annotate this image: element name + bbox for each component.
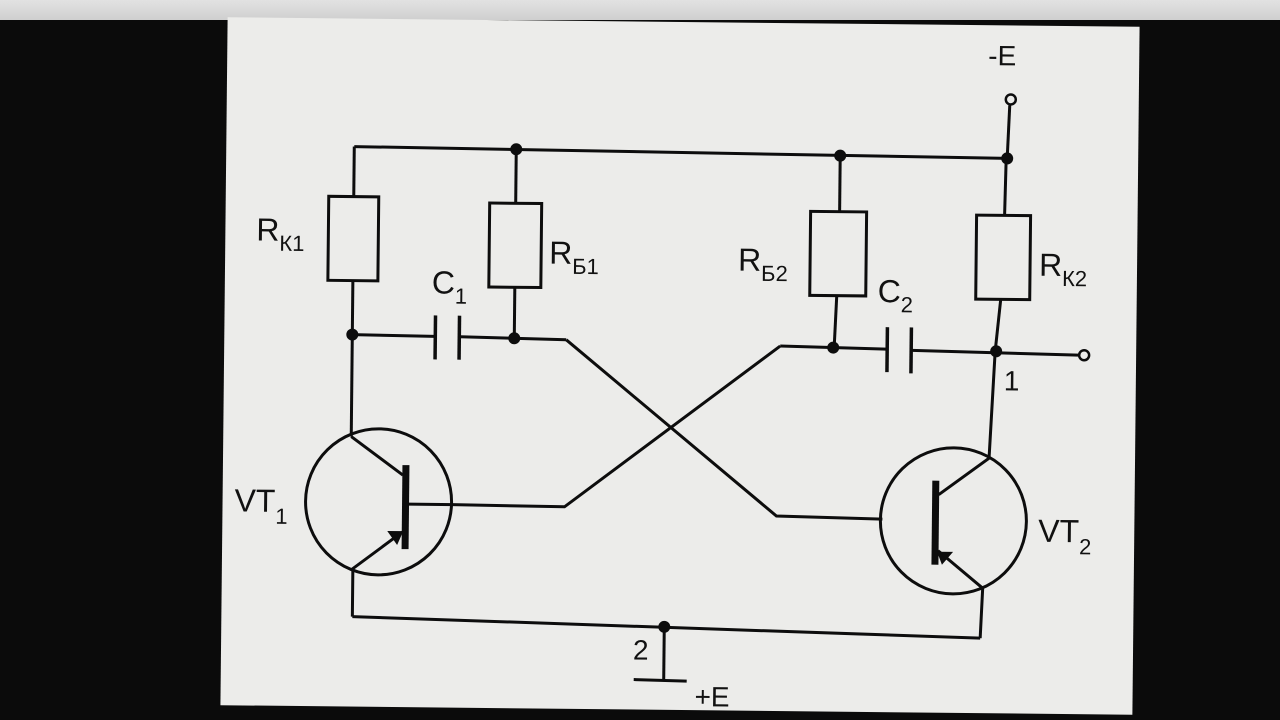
junction-top-rk2	[1001, 152, 1014, 165]
label-rk1-sub: К1	[279, 231, 304, 256]
label-negative-supply: -E	[988, 40, 1016, 71]
vt2-emitter-arrow	[937, 551, 954, 565]
junction-top-rb2	[834, 149, 847, 162]
rb1-top-lead	[514, 148, 518, 204]
negative-supply-terminal	[1004, 93, 1018, 106]
rk1-top-lead	[352, 146, 356, 197]
label-c1-sub: 1	[455, 284, 468, 309]
junction-rb2-c2	[827, 341, 840, 354]
window-top-strip	[0, 0, 1280, 20]
top-rail-wire	[354, 145, 1008, 160]
rk2-bottom-lead	[993, 299, 1003, 352]
vt2-collector-lead	[937, 351, 997, 496]
label-rb2-sub: Б2	[761, 261, 788, 286]
vt2-emitter-lead	[937, 549, 985, 639]
vt2-base-bar	[931, 480, 940, 565]
positive-supply-lead	[662, 626, 666, 680]
label-vt1-name: VT	[234, 482, 275, 518]
cross-wire-c1-to-vt2-base	[565, 338, 883, 521]
label-vt2: VT2	[1038, 513, 1092, 560]
label-vt2-name: VT	[1038, 513, 1079, 549]
label-rk2-name: R	[1039, 247, 1062, 283]
circuit-diagram: -E +E RК1 RБ1 RБ2 RК2 C1 C2 VT1	[234, 40, 1092, 712]
vt1-collector-lead	[350, 435, 404, 477]
label-c2-name: C	[878, 273, 901, 309]
label-c1: C1	[432, 264, 468, 308]
junction-rk1-c1	[346, 328, 359, 341]
resistor-rk2	[974, 213, 1033, 302]
transistor-vt2-body	[878, 446, 1028, 596]
junction-top-rb1	[510, 143, 523, 156]
junction-bottom-node-2	[658, 620, 671, 633]
label-c2: C2	[878, 273, 914, 317]
rb2-top-lead	[838, 155, 842, 212]
resistor-rk1	[326, 194, 381, 283]
vt1-emitter-lead	[350, 530, 404, 617]
rk2-top-lead	[1003, 158, 1008, 216]
vt1-base-bar	[401, 465, 410, 550]
label-vt1-sub: 1	[275, 504, 288, 529]
resistor-rb2	[808, 209, 869, 298]
negative-supply-lead	[1005, 105, 1012, 159]
label-rb1: RБ1	[549, 235, 599, 280]
output-terminal	[1077, 348, 1091, 362]
label-rk1: RК1	[256, 212, 305, 257]
label-vt2-sub: 2	[1079, 534, 1092, 559]
schematic-image: -E +E RК1 RБ1 RБ2 RК2 C1 C2 VT1	[220, 17, 1140, 715]
label-rb2-name: R	[738, 242, 761, 278]
label-rk2: RК2	[1039, 247, 1088, 292]
label-positive-supply: +E	[694, 681, 729, 712]
label-node-2: 2	[633, 635, 649, 666]
label-c2-sub: 2	[901, 292, 914, 317]
label-rk1-name: R	[256, 212, 279, 248]
junction-rk2-c2	[990, 345, 1003, 358]
c1-left-wire	[352, 333, 435, 338]
rb1-bottom-lead	[512, 287, 517, 339]
label-c1-name: C	[432, 264, 455, 300]
cross-wire-c2-to-vt1-base	[452, 344, 782, 509]
label-rb1-sub: Б1	[572, 254, 599, 279]
transistor-vt1-body	[304, 427, 454, 577]
resistor-rb1	[487, 201, 544, 290]
label-rb2: RБ2	[738, 242, 788, 287]
positive-supply-ground-bar	[633, 678, 687, 683]
label-rb1-name: R	[549, 235, 572, 271]
rb2-bottom-lead	[832, 295, 839, 347]
rk1-bottom-lead	[349, 280, 355, 437]
label-rk2-sub: К2	[1062, 266, 1087, 291]
label-node-1: 1	[1004, 365, 1020, 396]
label-vt1: VT1	[234, 482, 288, 529]
junction-rb1-c1	[508, 332, 521, 345]
vt1-emitter-arrow	[387, 530, 404, 546]
